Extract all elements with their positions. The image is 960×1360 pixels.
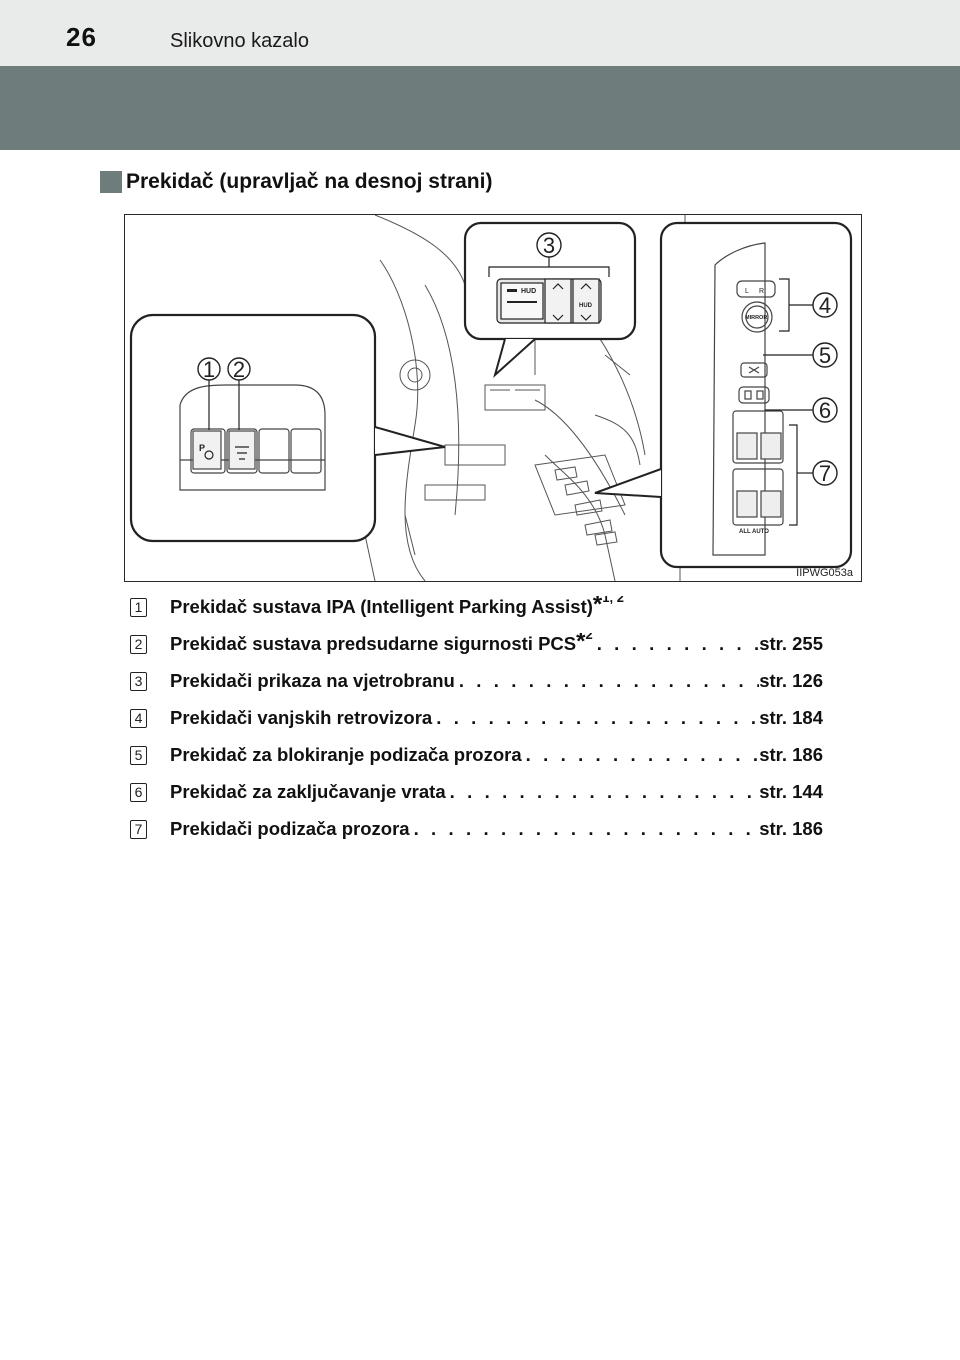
item-text: Prekidač sustava predsudarne sigurnosti … bbox=[170, 633, 577, 654]
item-label: Prekidač za zaključavanje vrata . . . . … bbox=[170, 781, 823, 803]
svg-text:3: 3 bbox=[543, 233, 555, 258]
item-number: 2 bbox=[130, 635, 147, 654]
page-reference[interactable]: str. 255 bbox=[759, 633, 823, 654]
item-label: Prekidač sustava predsudarne sigurnosti … bbox=[170, 633, 823, 655]
switch-illustration: P 1 2 3 HUD HUD L bbox=[124, 214, 862, 582]
leader-dots: . . . . . . . . . . . . . . . . . . . . … bbox=[436, 707, 760, 728]
leader-dots: . . . . . . . . . . . . . . . . . . . . … bbox=[449, 781, 760, 802]
list-item: 1 Prekidač sustava IPA (Intelligent Park… bbox=[130, 596, 830, 633]
item-text: Prekidači podizača prozora bbox=[170, 818, 410, 839]
svg-text:L: L bbox=[745, 288, 749, 295]
item-text: Prekidač sustava IPA (Intelligent Parkin… bbox=[170, 596, 593, 617]
item-number: 1 bbox=[130, 598, 147, 617]
svg-text:P: P bbox=[199, 443, 205, 453]
item-footnote: 1, 2 bbox=[602, 596, 624, 605]
svg-text:7: 7 bbox=[819, 461, 831, 486]
asterisk-icon: * bbox=[576, 633, 586, 655]
page-number: 26 bbox=[66, 22, 97, 52]
item-text: Prekidači vanjskih retrovizora bbox=[170, 707, 433, 728]
item-label: Prekidači prikaza na vjetrobranu . . . .… bbox=[170, 670, 823, 692]
section-heading: Prekidač (upravljač na desnoj strani) bbox=[100, 168, 492, 196]
svg-text:R: R bbox=[759, 288, 764, 295]
leader-dots: . . . . . . . . . . . . . . . . . . . . … bbox=[596, 633, 760, 654]
item-number: 6 bbox=[130, 783, 147, 802]
svg-text:MIRROR: MIRROR bbox=[745, 315, 767, 321]
leader-dots: . . . . . . . . . . . . . . . . . . . . … bbox=[413, 818, 760, 839]
header-band bbox=[0, 66, 960, 150]
svg-text:HUD: HUD bbox=[579, 303, 593, 309]
item-label: Prekidači podizača prozora . . . . . . .… bbox=[170, 818, 823, 840]
page-reference[interactable]: str. 144 bbox=[759, 781, 823, 802]
svg-text:4: 4 bbox=[819, 293, 831, 318]
svg-text:5: 5 bbox=[819, 343, 831, 368]
item-label: Prekidači vanjskih retrovizora . . . . .… bbox=[170, 707, 823, 729]
chapter-title: Slikovno kazalo bbox=[170, 30, 309, 52]
section-title: Prekidač (upravljač na desnoj strani) bbox=[126, 170, 493, 193]
leader-dots: . . . . . . . . . . . . . . . . . . . . … bbox=[458, 670, 759, 691]
page-reference[interactable]: str. 186 bbox=[759, 744, 823, 765]
svg-text:6: 6 bbox=[819, 398, 831, 423]
item-text: Prekidač za blokiranje podizača prozora bbox=[170, 744, 522, 765]
section-marker-icon bbox=[100, 171, 122, 193]
item-list: 1 Prekidač sustava IPA (Intelligent Park… bbox=[130, 596, 830, 855]
illustration-drawing: P 1 2 3 HUD HUD L bbox=[129, 215, 853, 581]
list-item: 4 Prekidači vanjskih retrovizora . . . .… bbox=[130, 707, 830, 744]
item-footnote: 2 bbox=[585, 633, 593, 642]
item-label: Prekidač za blokiranje podizača prozora … bbox=[170, 744, 823, 766]
page-reference[interactable]: str. 126 bbox=[759, 670, 823, 691]
list-item: 6 Prekidač za zaključavanje vrata . . . … bbox=[130, 781, 830, 818]
page-header: 26 Slikovno kazalo bbox=[0, 0, 960, 66]
list-item: 5 Prekidač za blokiranje podizača prozor… bbox=[130, 744, 830, 781]
asterisk-icon: * bbox=[592, 596, 603, 618]
leader-dots: . . . . . . . . . . . . . . . . . . . . … bbox=[525, 744, 760, 765]
item-number: 7 bbox=[130, 820, 147, 839]
page-reference[interactable]: str. 186 bbox=[759, 818, 823, 839]
item-number: 5 bbox=[130, 746, 147, 765]
svg-text:1: 1 bbox=[203, 357, 215, 382]
item-text: Prekidač za zaključavanje vrata bbox=[170, 781, 446, 802]
item-text: Prekidači prikaza na vjetrobranu bbox=[170, 670, 455, 691]
item-number: 3 bbox=[130, 672, 147, 691]
list-item: 7 Prekidači podizača prozora . . . . . .… bbox=[130, 818, 830, 855]
list-item: 3 Prekidači prikaza na vjetrobranu . . .… bbox=[130, 670, 830, 707]
svg-text:2: 2 bbox=[233, 357, 245, 382]
item-label: Prekidač sustava IPA (Intelligent Parkin… bbox=[170, 596, 823, 618]
item-number: 4 bbox=[130, 709, 147, 728]
svg-text:HUD: HUD bbox=[521, 288, 536, 295]
list-item: 2 Prekidač sustava predsudarne sigurnost… bbox=[130, 633, 830, 670]
svg-text:ALL AUTO: ALL AUTO bbox=[739, 529, 769, 535]
page-reference[interactable]: str. 184 bbox=[759, 707, 823, 728]
figure-code: IIPWG053a bbox=[796, 567, 853, 579]
